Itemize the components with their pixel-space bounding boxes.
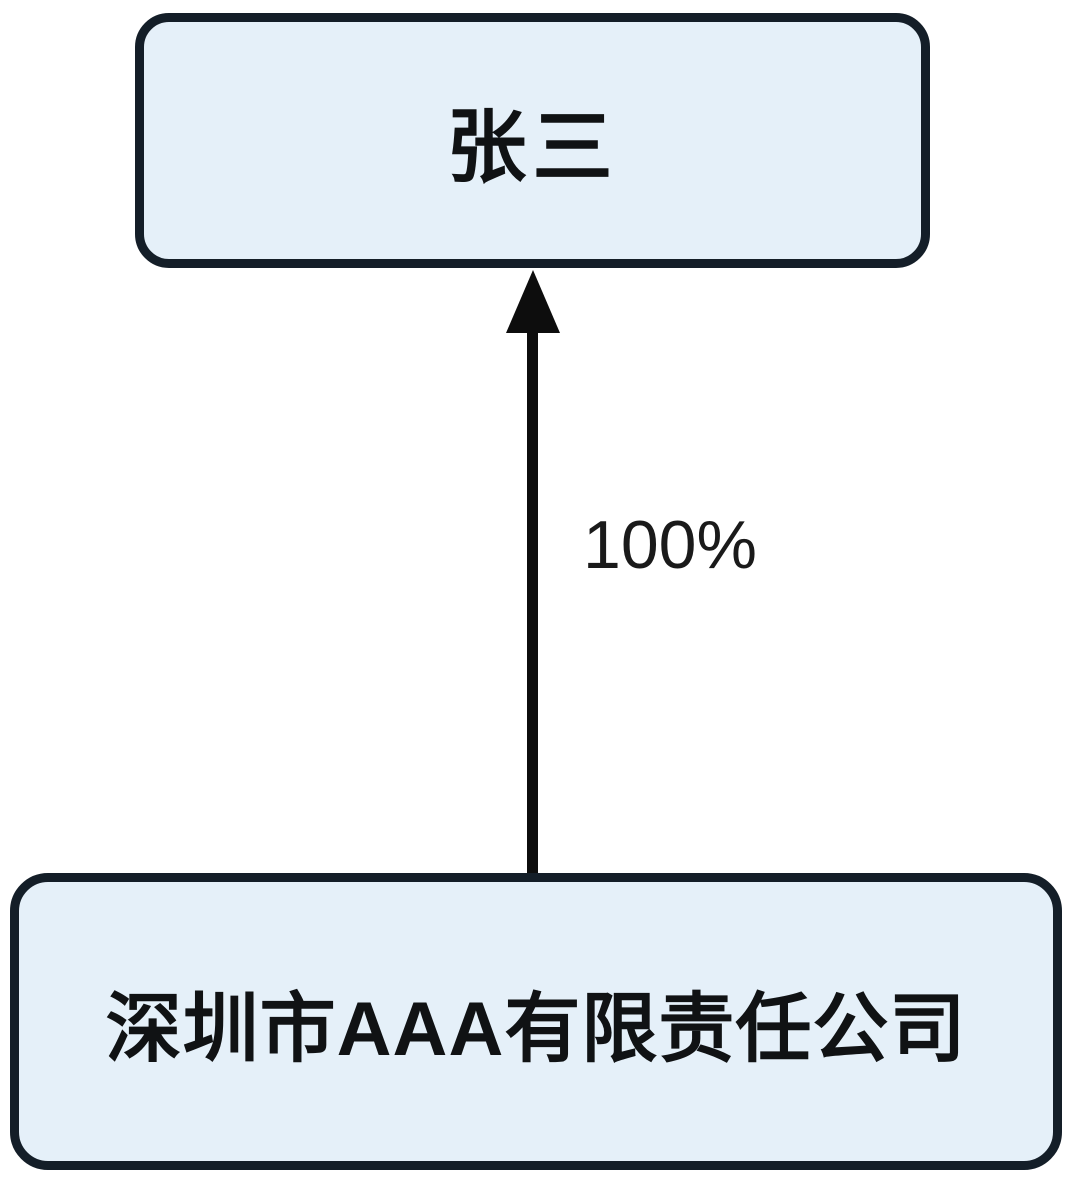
ownership-arrow-line bbox=[527, 330, 538, 873]
ownership-percentage-label: 100% bbox=[583, 507, 757, 583]
company-name-label: 深圳市AAA有限责任公司 bbox=[105, 986, 967, 1072]
node-shareholder: 张三 bbox=[135, 13, 930, 268]
shareholder-name-label: 张三 bbox=[446, 102, 619, 192]
node-company: 深圳市AAA有限责任公司 bbox=[10, 873, 1062, 1170]
arrow-up-icon bbox=[506, 270, 560, 333]
